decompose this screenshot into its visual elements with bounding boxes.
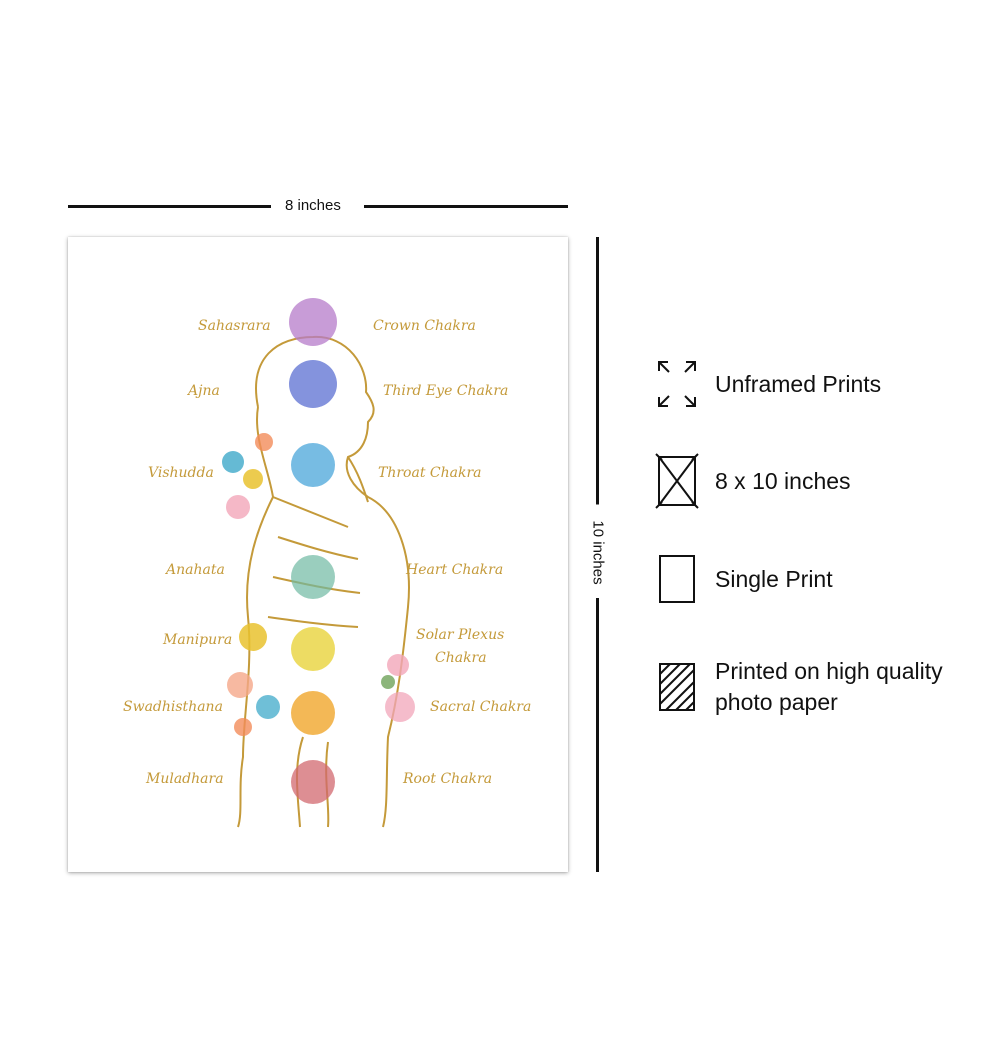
third-eye-chakra-circle — [289, 360, 337, 408]
label-anahata: Anahata — [164, 562, 225, 578]
expand-arrows-icon — [655, 358, 699, 410]
feature-text: Printed on high quality photo paper — [715, 658, 943, 715]
flower-decorations — [222, 433, 415, 736]
throat-chakra-circle — [291, 443, 335, 487]
label-root-chakra: Root Chakra — [402, 771, 492, 787]
english-labels: Crown Chakra Third Eye Chakra Throat Cha… — [373, 318, 531, 787]
sanskrit-labels: Sahasrara Ajna Vishudda Anahata Manipura… — [123, 318, 271, 787]
label-sahasrara: Sahasrara — [198, 318, 271, 334]
heart-chakra-circle — [291, 555, 335, 599]
label-solar-plexus: Solar Plexus — [416, 627, 504, 643]
label-heart-chakra: Heart Chakra — [405, 562, 503, 578]
feature-text: Unframed Prints — [715, 370, 882, 397]
chakra-poster: Sahasrara Ajna Vishudda Anahata Manipura… — [68, 237, 568, 872]
label-swadhisthana: Swadhisthana — [123, 699, 223, 715]
height-dimension-line-top — [596, 237, 599, 515]
label-crown-chakra: Crown Chakra — [373, 318, 476, 334]
width-dimension-line-right — [364, 205, 568, 208]
root-chakra-circle — [291, 760, 335, 804]
label-vishudda: Vishudda — [148, 465, 214, 481]
label-sacral-chakra: Sacral Chakra — [430, 699, 531, 715]
feature-photo-paper: Printed on high quality photo paper — [655, 656, 945, 718]
label-solar-plexus-chakra: Chakra — [435, 650, 487, 666]
label-throat-chakra: Throat Chakra — [378, 465, 482, 481]
feature-unframed: Unframed Prints — [655, 358, 881, 410]
label-manipura: Manipura — [162, 632, 232, 648]
height-dimension-label: 10 inches — [589, 504, 607, 601]
width-dimension-label: 8 inches — [285, 197, 341, 214]
chakra-illustration: Sahasrara Ajna Vishudda Anahata Manipura… — [123, 298, 531, 828]
crown-chakra-circle — [289, 298, 337, 346]
feature-size: 8 x 10 inches — [655, 453, 851, 509]
label-third-eye-chakra: Third Eye Chakra — [383, 383, 508, 399]
feature-text: 8 x 10 inches — [715, 467, 851, 494]
crossed-box-icon — [655, 453, 699, 509]
width-dimension-line-left — [68, 205, 271, 208]
height-dimension-line-bottom — [596, 598, 599, 872]
label-ajna: Ajna — [186, 383, 220, 399]
feature-single-print: Single Print — [655, 553, 833, 605]
chakra-circles — [289, 298, 337, 804]
single-print-icon — [655, 553, 699, 605]
sacral-chakra-circle — [291, 691, 335, 735]
photo-paper-icon — [655, 661, 699, 713]
label-muladhara: Muladhara — [145, 771, 224, 787]
feature-text: Single Print — [715, 565, 833, 592]
solar-plexus-chakra-circle — [291, 627, 335, 671]
